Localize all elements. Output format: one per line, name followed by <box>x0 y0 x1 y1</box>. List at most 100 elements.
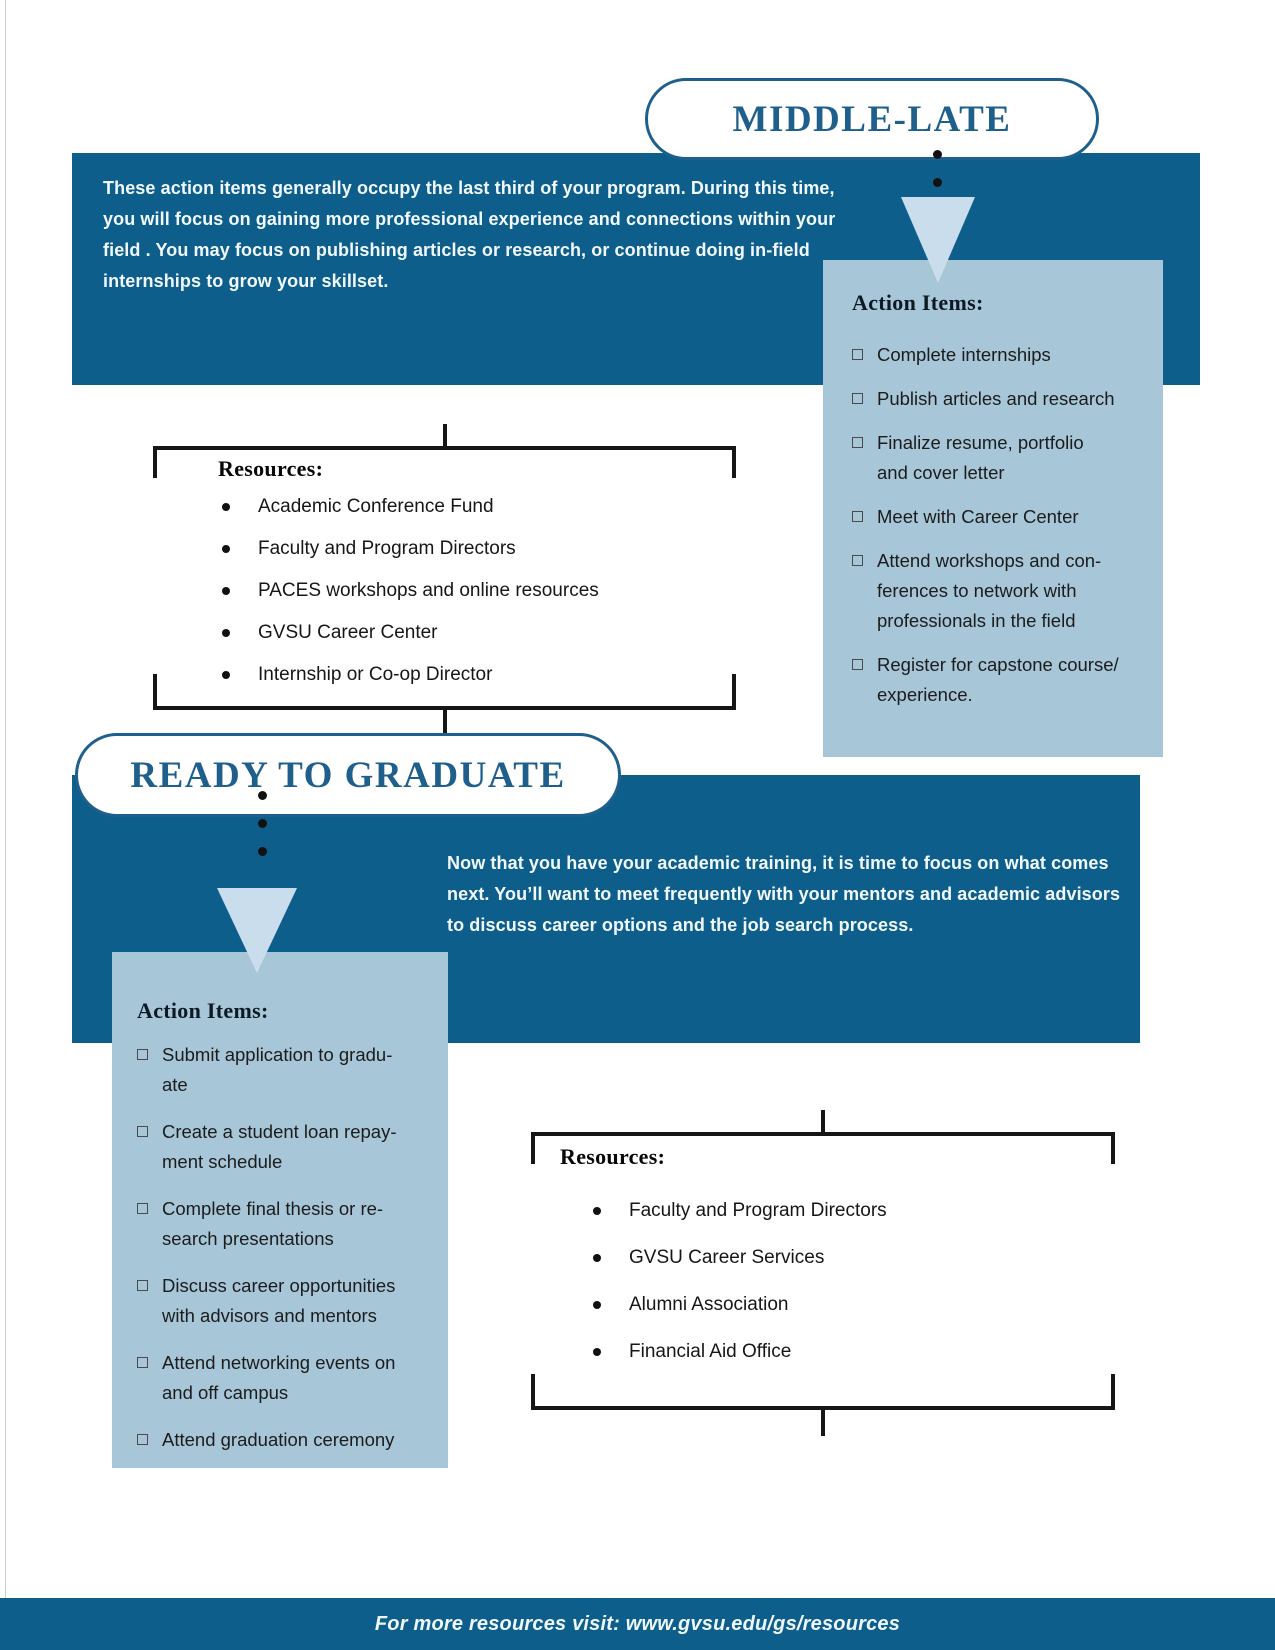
resource-item: Faculty and Program Directors <box>222 536 599 562</box>
bullet-dot-icon <box>593 1254 601 1262</box>
action-item: Meet with Career Center <box>852 502 1145 532</box>
dot-icon <box>258 791 267 800</box>
checkbox-bullet-icon <box>137 1280 148 1291</box>
ready-to-graduate-resources-bracket: Resources: Faculty and Program Directors… <box>531 1110 1115 1436</box>
bullet-dot-icon <box>222 629 230 637</box>
middle-late-intro: These action items generally occupy the … <box>103 178 836 291</box>
action-item: Attend graduation ceremony <box>137 1425 434 1455</box>
action-item-text: Attend workshops and con- ferences to ne… <box>877 550 1102 631</box>
action-item: Publish articles and research <box>852 384 1145 414</box>
action-item-text: Publish articles and research <box>877 388 1115 409</box>
resources-list: Faculty and Program Directors GVSU Caree… <box>593 1198 887 1386</box>
resource-item-text: Internship or Co-op Director <box>258 664 493 685</box>
bracket-bottom-center-tick <box>442 710 447 736</box>
resource-item: Academic Conference Fund <box>222 494 599 520</box>
action-item-text: Register for capstone course/ experience… <box>877 654 1119 705</box>
bullet-dot-icon <box>593 1301 601 1309</box>
dot-icon <box>933 150 942 159</box>
bracket-top-right-tick <box>1111 1132 1115 1164</box>
action-item-text: Attend networking events on and off camp… <box>162 1352 396 1403</box>
bracket-bottom-left-tick <box>531 1374 535 1410</box>
dot-icon <box>258 819 267 828</box>
bullet-dot-icon <box>593 1207 601 1215</box>
bracket-bottom-right-tick <box>1111 1374 1115 1410</box>
resource-item-text: Financial Aid Office <box>629 1341 792 1362</box>
action-item-text: Complete final thesis or re- search pres… <box>162 1198 384 1249</box>
middle-late-resources-bracket: Resources: Academic Conference Fund Facu… <box>153 424 736 736</box>
resource-item-text: Faculty and Program Directors <box>258 538 516 559</box>
action-item: Complete internships <box>852 340 1145 370</box>
ready-to-graduate-action-items-box: Action Items: Submit application to grad… <box>112 952 448 1468</box>
resource-item: Internship or Co-op Director <box>222 662 599 688</box>
resource-item-text: Academic Conference Fund <box>258 496 494 517</box>
checkbox-bullet-icon <box>852 555 863 566</box>
resource-item: PACES workshops and online resources <box>222 578 599 604</box>
bracket-top-center-tick <box>442 424 447 450</box>
arrow-down-triangle-icon <box>901 197 975 283</box>
ready-to-graduate-title-pill: READY TO GRADUATE <box>75 733 621 817</box>
bracket-bottom-right-tick <box>732 674 736 710</box>
checkbox-bullet-icon <box>137 1357 148 1368</box>
action-item: Finalize resume, portfolio and cover let… <box>852 428 1145 488</box>
resource-item: Financial Aid Office <box>593 1339 887 1365</box>
resources-list: Academic Conference Fund Faculty and Pro… <box>222 494 599 704</box>
action-item-text: Submit application to gradu- ate <box>162 1044 393 1095</box>
bracket-top-left-tick <box>153 446 157 478</box>
checkbox-bullet-icon <box>137 1126 148 1137</box>
bracket-bottom-line <box>531 1406 1115 1410</box>
action-item: Discuss career opportunities with adviso… <box>137 1271 434 1331</box>
action-item-text: Complete internships <box>877 344 1051 365</box>
action-item: Create a student loan repay- ment schedu… <box>137 1117 434 1177</box>
checkbox-bullet-icon <box>852 437 863 448</box>
action-items-list: Submit application to gradu- ate Create … <box>137 1040 434 1455</box>
resource-item: Faculty and Program Directors <box>593 1198 887 1224</box>
checkbox-bullet-icon <box>852 393 863 404</box>
checkbox-bullet-icon <box>137 1049 148 1060</box>
action-item: Submit application to gradu- ate <box>137 1040 434 1100</box>
bracket-bottom-center-tick <box>821 1410 825 1436</box>
resource-item-text: PACES workshops and online resources <box>258 580 599 601</box>
action-item: Complete final thesis or re- search pres… <box>137 1194 434 1254</box>
checkbox-bullet-icon <box>137 1203 148 1214</box>
bracket-top-left-tick <box>531 1132 535 1164</box>
resources-title: Resources: <box>560 1144 666 1169</box>
action-items-title: Action Items: <box>137 998 269 1023</box>
action-item-text: Attend graduation ceremony <box>162 1429 395 1450</box>
middle-late-title-pill: MIDDLE-LATE <box>645 78 1099 160</box>
bracket-top-center-tick <box>821 1110 825 1136</box>
ready-to-graduate-title: READY TO GRADUATE <box>130 754 566 796</box>
checkbox-bullet-icon <box>852 659 863 670</box>
ready-to-graduate-intro: Now that you have your academic training… <box>447 853 1121 935</box>
middle-late-title: MIDDLE-LATE <box>732 98 1012 140</box>
action-item: Attend networking events on and off camp… <box>137 1348 434 1408</box>
resource-item: GVSU Career Center <box>222 620 599 646</box>
checkbox-bullet-icon <box>852 511 863 522</box>
checkbox-bullet-icon <box>137 1434 148 1445</box>
bullet-dot-icon <box>222 671 230 679</box>
bracket-bottom-line <box>153 706 736 710</box>
resource-item: Alumni Association <box>593 1292 887 1318</box>
action-item-text: Meet with Career Center <box>877 506 1079 527</box>
middle-late-action-items-box: Action Items: Complete internships Publi… <box>823 260 1163 757</box>
resource-item-text: GVSU Career Services <box>629 1247 825 1268</box>
bracket-top-right-tick <box>732 446 736 478</box>
resource-item-text: Faculty and Program Directors <box>629 1200 887 1221</box>
dotted-connector-icon <box>258 791 267 856</box>
bullet-dot-icon <box>222 503 230 511</box>
page-edge-line <box>5 0 6 1600</box>
dot-icon <box>258 847 267 856</box>
footer-bar: For more resources visit: www.gvsu.edu/g… <box>0 1598 1275 1650</box>
footer-text: For more resources visit: www.gvsu.edu/g… <box>374 1612 901 1635</box>
bullet-dot-icon <box>593 1348 601 1356</box>
checkbox-bullet-icon <box>852 349 863 360</box>
resource-item-text: Alumni Association <box>629 1294 789 1315</box>
bullet-dot-icon <box>222 587 230 595</box>
resource-item: GVSU Career Services <box>593 1245 887 1271</box>
action-item: Register for capstone course/ experience… <box>852 650 1145 710</box>
action-item: Attend workshops and con- ferences to ne… <box>852 546 1145 636</box>
action-item-text: Create a student loan repay- ment schedu… <box>162 1121 397 1172</box>
resource-item-text: GVSU Career Center <box>258 622 438 643</box>
resources-title: Resources: <box>218 456 324 481</box>
action-item-text: Finalize resume, portfolio and cover let… <box>877 432 1084 483</box>
arrow-down-triangle-icon <box>217 888 297 973</box>
